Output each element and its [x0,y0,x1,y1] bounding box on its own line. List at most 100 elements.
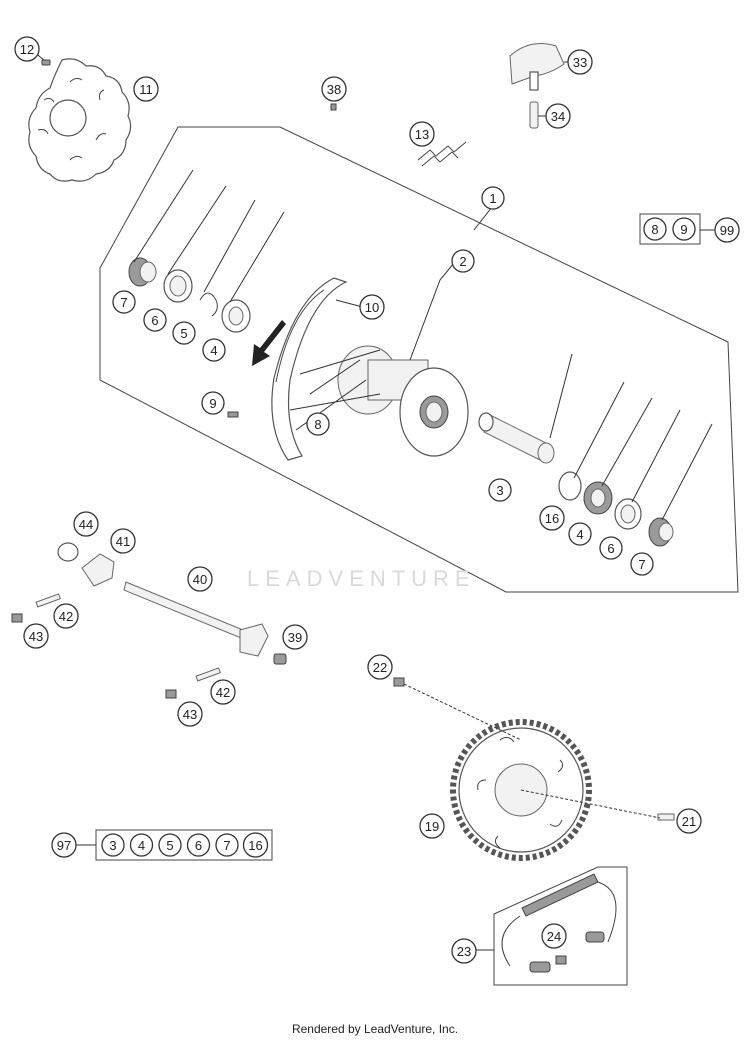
svg-text:9: 9 [209,396,216,411]
adjuster-bolt-right [195,667,221,682]
callout-c39: 39 [282,624,308,650]
spacer-ring [558,471,582,501]
svg-text:8: 8 [651,222,658,237]
svg-text:23: 23 [457,944,471,959]
svg-text:7: 7 [120,295,127,310]
adjuster-nut-left [11,613,23,623]
callout-c4a: 4 [202,338,226,362]
callout-c22: 22 [367,654,393,680]
spokes [289,349,381,431]
sprocket-bolt [657,813,675,821]
callout-c4b: 4 [568,522,592,546]
drive-chain [493,866,628,986]
svg-text:5: 5 [180,326,187,341]
callout-c41: 41 [110,528,136,554]
callout-c9: 9 [201,391,225,415]
wheel-rim [271,277,348,461]
callout-c6a: 6 [143,308,167,332]
watermark: LEADVENTURE [247,566,476,591]
svg-text:2: 2 [459,254,466,269]
svg-text:33: 33 [573,55,587,70]
callout-c43b: 43 [177,701,203,727]
svg-text:97: 97 [57,838,71,853]
right-bearing [583,481,613,515]
svg-text:99: 99 [720,223,734,238]
svg-text:43: 43 [29,629,43,644]
callout-c5: 5 [172,321,196,345]
callout-c10: 10 [359,294,385,320]
rotation-arrow [252,320,286,366]
sprocket-nut [393,677,405,687]
svg-text:21: 21 [682,814,696,829]
svg-text:34: 34 [551,109,565,124]
adjuster-nut-right [165,689,177,699]
callout-c44: 44 [73,511,99,537]
axle-nut [57,542,79,562]
callout-c24: 24 [541,923,567,949]
callout-c34: 34 [545,103,571,129]
svg-text:38: 38 [327,82,341,97]
group-99-item: 8 [643,217,667,241]
group-97 [76,829,273,861]
callout-c13: 13 [409,121,435,147]
spoke-nipple [227,411,239,418]
svg-text:24: 24 [547,929,561,944]
group-97-item: 3 [101,833,125,857]
wheel-hub [337,345,469,457]
callout-c19: 19 [419,813,445,839]
group-97-item: 5 [158,833,182,857]
callout-c3: 3 [488,478,512,502]
svg-text:6: 6 [607,541,614,556]
wheel-axle [123,581,269,657]
svg-text:9: 9 [680,222,687,237]
callout-c1: 1 [481,186,505,210]
callout-c2: 2 [451,249,475,273]
callout-c8: 8 [306,412,330,436]
svg-text:4: 4 [138,838,145,853]
callout-c42b: 42 [210,679,236,705]
svg-text:7: 7 [638,557,645,572]
callout-c7a: 7 [112,290,136,314]
svg-text:12: 12 [20,42,34,57]
svg-text:7: 7 [223,838,230,853]
right-spacer-sleeve [648,517,674,547]
distance-bushing [478,412,555,464]
svg-text:42: 42 [216,685,230,700]
svg-text:43: 43 [183,707,197,722]
svg-text:10: 10 [365,300,379,315]
svg-text:4: 4 [210,343,217,358]
svg-text:6: 6 [195,838,202,853]
svg-text:41: 41 [116,534,130,549]
group-97-item: 6 [186,833,211,857]
svg-text:6: 6 [151,313,158,328]
group-97-item: 7 [215,833,239,857]
callout-c42a: 42 [53,603,79,629]
right-seal [614,498,642,530]
callout-c6b: 6 [599,536,623,560]
spring-clip [417,141,467,167]
master-link [555,955,567,965]
callout-c21: 21 [676,808,702,834]
svg-text:1: 1 [489,191,496,206]
svg-text:3: 3 [109,838,116,853]
callout-c12: 12 [14,36,40,62]
svg-text:4: 4 [576,527,583,542]
callout-c38: 38 [321,76,347,102]
adjuster-bolt-left [35,593,61,608]
callout-c40: 40 [187,566,213,592]
group-99-result: 99 [714,217,740,243]
callout-c11: 11 [133,76,159,102]
group-99-item: 9 [672,217,696,241]
svg-text:42: 42 [59,609,73,624]
chain-slider [509,43,565,91]
svg-text:19: 19 [425,819,439,834]
svg-text:16: 16 [248,838,262,853]
callout-c16: 16 [539,505,565,531]
svg-text:16: 16 [545,511,559,526]
group-97-item: 4 [129,833,154,857]
group-97-result: 97 [51,832,77,858]
svg-text:40: 40 [193,572,207,587]
wheel-assembly-outline [99,126,739,593]
callout-c43a: 43 [23,623,49,649]
